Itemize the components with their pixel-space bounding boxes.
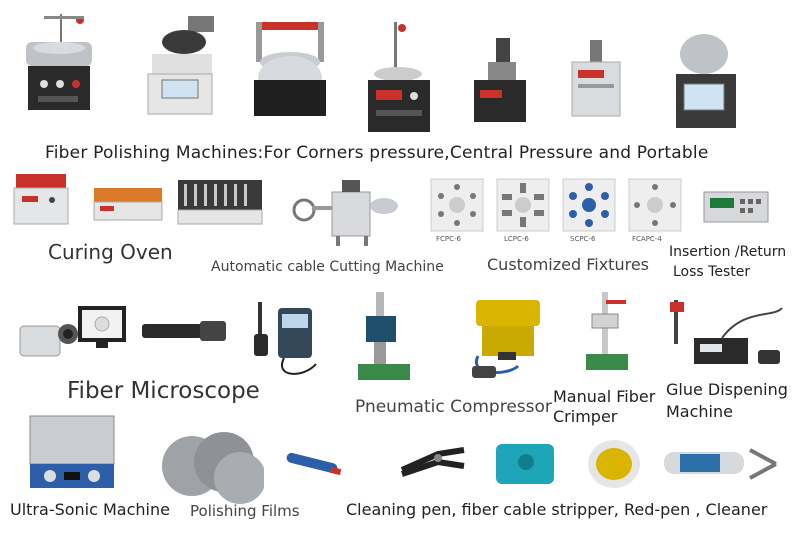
fiber-microscope-1	[16, 312, 80, 360]
polishing-machine-3	[250, 18, 330, 118]
insertion-tester-label-line2: Loss Tester	[673, 264, 751, 280]
polishing-films	[160, 428, 264, 504]
fixture-4	[628, 178, 682, 232]
ultrasonic-label: Ultra-Sonic Machine	[10, 500, 170, 519]
microscope-monitor	[76, 304, 128, 352]
cleaning-pen	[284, 448, 346, 478]
fixture-code-1: FCPC-6	[436, 235, 462, 243]
manual-fiber-crimper	[582, 290, 632, 374]
curing-oven-2	[92, 186, 164, 222]
fixture-3	[562, 178, 616, 232]
fiber-microscope-3	[244, 298, 324, 380]
fiber-cleaner-1	[582, 436, 646, 492]
fixture-1	[430, 178, 484, 232]
polishing-machine-5	[470, 36, 530, 124]
polishing-films-label: Polishing Films	[190, 502, 300, 520]
fiber-microscope-2	[140, 318, 230, 344]
polishing-machine-2	[138, 14, 222, 116]
red-pen	[492, 440, 558, 490]
fiber-cable-stripper	[398, 440, 468, 484]
polishing-machine-1	[18, 12, 100, 112]
ultrasonic-machine	[26, 414, 118, 490]
cable-cutting-machine	[292, 176, 404, 248]
pneumatic-label: Pneumatic Compressor	[355, 397, 552, 417]
fixture-code-4: FCAPC-4	[632, 235, 662, 243]
fixture-2	[496, 178, 550, 232]
insertion-loss-tester	[702, 190, 770, 224]
pneumatic-compressor-2	[468, 296, 548, 382]
pneumatic-compressor-1	[352, 290, 416, 382]
curing-oven-3	[176, 176, 264, 226]
fixture-code-2: LCPC-6	[504, 235, 529, 243]
curing-oven-1	[12, 172, 70, 226]
fiber-cleaner-2	[660, 440, 780, 490]
curing-oven-label: Curing Oven	[48, 240, 173, 264]
glue-label-line2: Machine	[666, 402, 733, 421]
polishing-machine-6	[566, 38, 624, 118]
cable-cutting-label: Automatic cable Cutting Machine	[211, 259, 444, 275]
polishing-machine-4	[362, 16, 434, 134]
row1-caption: Fiber Polishing Machines:For Corners pre…	[45, 143, 709, 163]
glue-dispensing-machine	[664, 298, 786, 370]
crimper-label-line1: Manual Fiber	[553, 387, 656, 406]
polishing-machine-7	[670, 24, 740, 130]
fixture-code-3: SCPC-6	[570, 235, 596, 243]
cleaning-tools-label: Cleaning pen, fiber cable stripper, Red-…	[346, 500, 768, 519]
insertion-tester-label-line1: Insertion /Return	[669, 244, 787, 260]
crimper-label-line2: Crimper	[553, 407, 618, 426]
fiber-microscope-label: Fiber Microscope	[67, 378, 260, 404]
glue-label-line1: Glue Dispening	[666, 380, 788, 399]
fixtures-label: Customized Fixtures	[487, 255, 649, 274]
